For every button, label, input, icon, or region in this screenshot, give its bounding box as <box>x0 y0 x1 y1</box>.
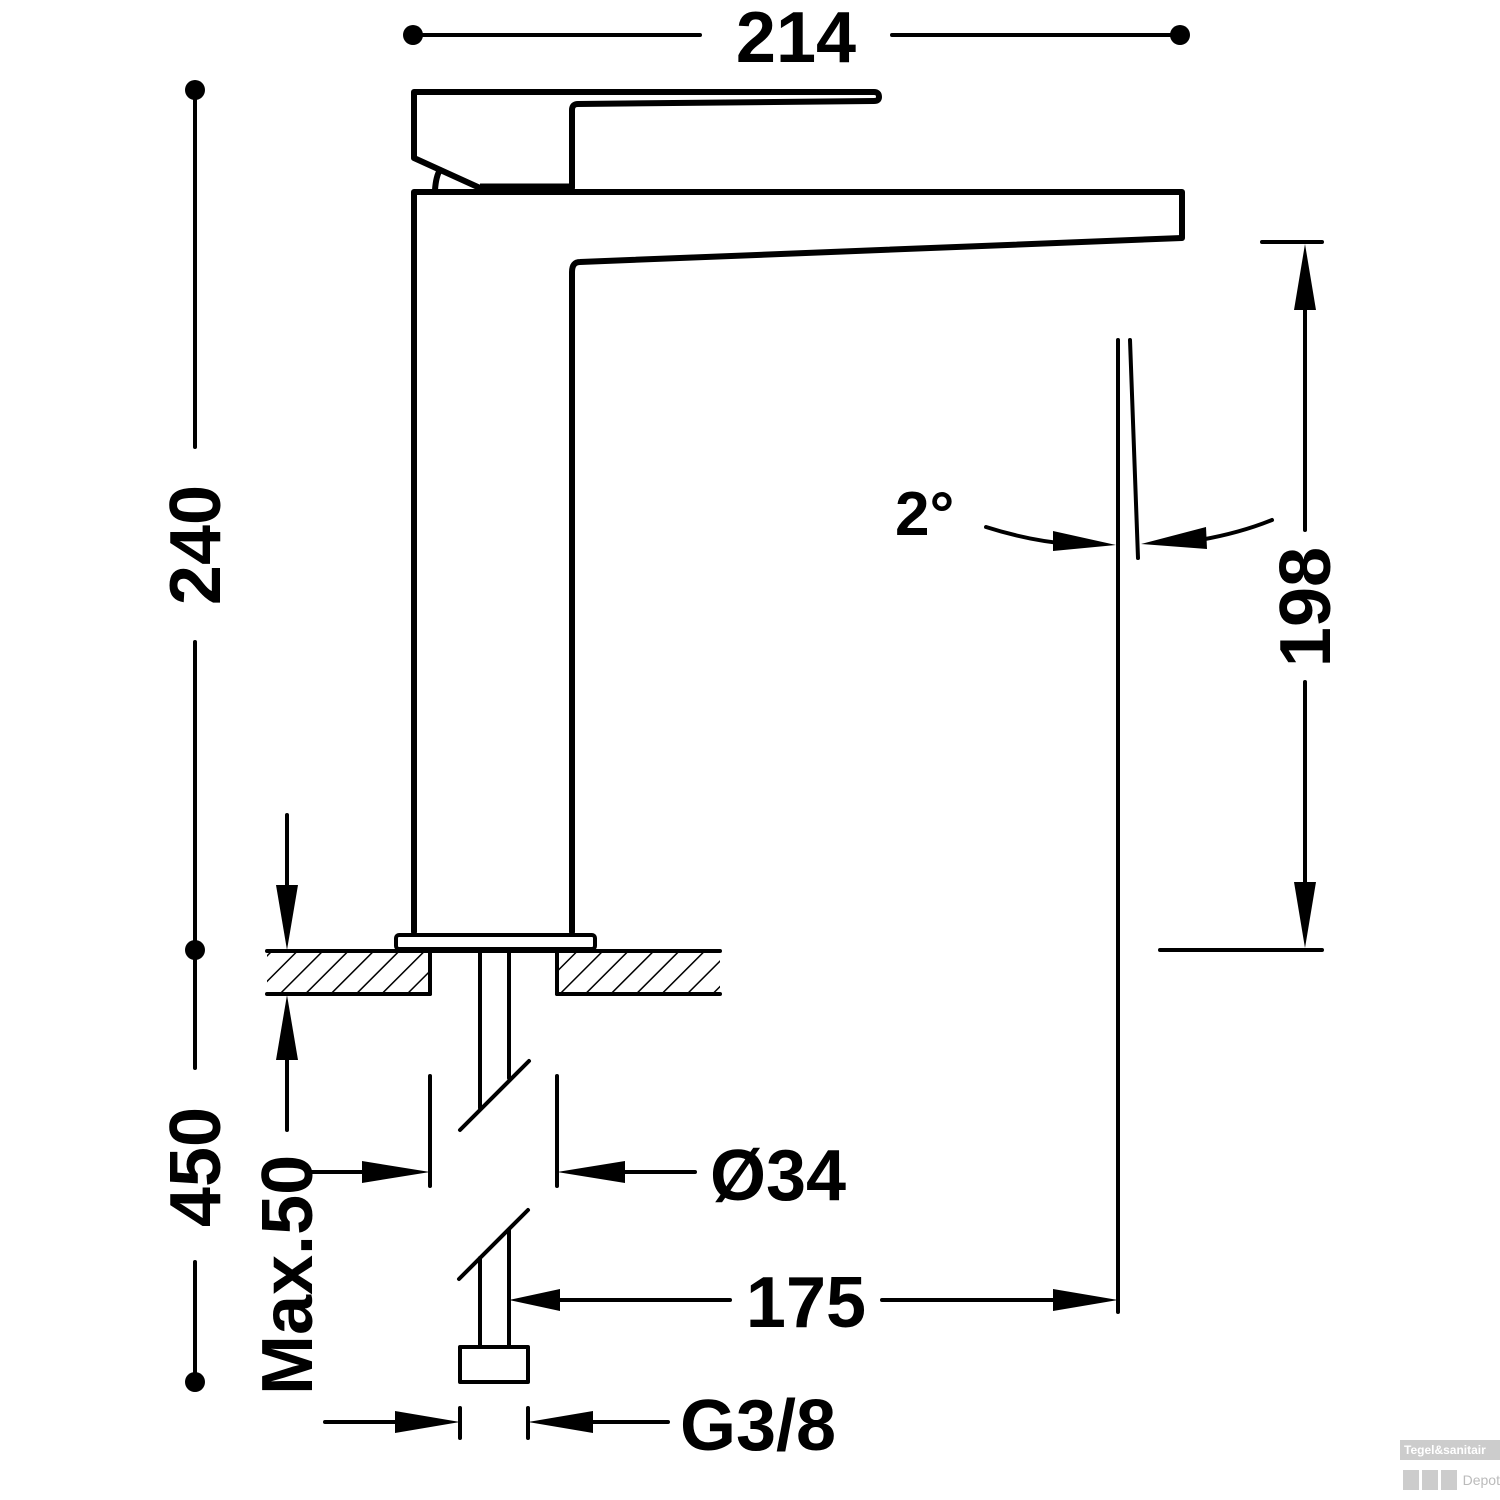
angle-dimension: 2° <box>895 480 1274 551</box>
counter-thickness-label: Max.50 <box>248 1155 328 1395</box>
width-dimension: 214 <box>403 0 1190 78</box>
supply-pipe <box>457 949 531 1384</box>
hole-diameter-label: Ø34 <box>710 1136 846 1216</box>
logo-square <box>1440 1470 1457 1490</box>
thread-dimension: G3/8 <box>323 1386 836 1466</box>
logo-square <box>1403 1470 1419 1490</box>
reach-dimension: 175 <box>509 338 1140 1343</box>
height-label: 240 <box>156 485 236 605</box>
faucet-handle <box>411 89 882 193</box>
reach-label: 175 <box>746 1263 866 1343</box>
hole-diameter-dimension: Ø34 <box>308 1074 846 1216</box>
watermark-line1: Tegel&sanitair <box>1400 1440 1500 1460</box>
spout-height-label: 198 <box>1266 547 1346 667</box>
thread-label: G3/8 <box>680 1386 836 1466</box>
faucet-body <box>394 189 1185 951</box>
angle-label: 2° <box>895 480 954 549</box>
watermark-line2: Depot <box>1462 1472 1500 1488</box>
watermark-logo: Tegel&sanitair Depot <box>1400 1440 1500 1500</box>
hose-length-label: 450 <box>156 1107 236 1227</box>
logo-square <box>1421 1470 1438 1490</box>
height-dimension: 240 450 <box>156 80 236 1392</box>
spout-height-dimension: 198 <box>1158 240 1346 952</box>
counter-thickness-dimension: Max.50 <box>248 813 328 1395</box>
width-label: 214 <box>736 0 856 78</box>
countertop-section <box>265 949 722 996</box>
